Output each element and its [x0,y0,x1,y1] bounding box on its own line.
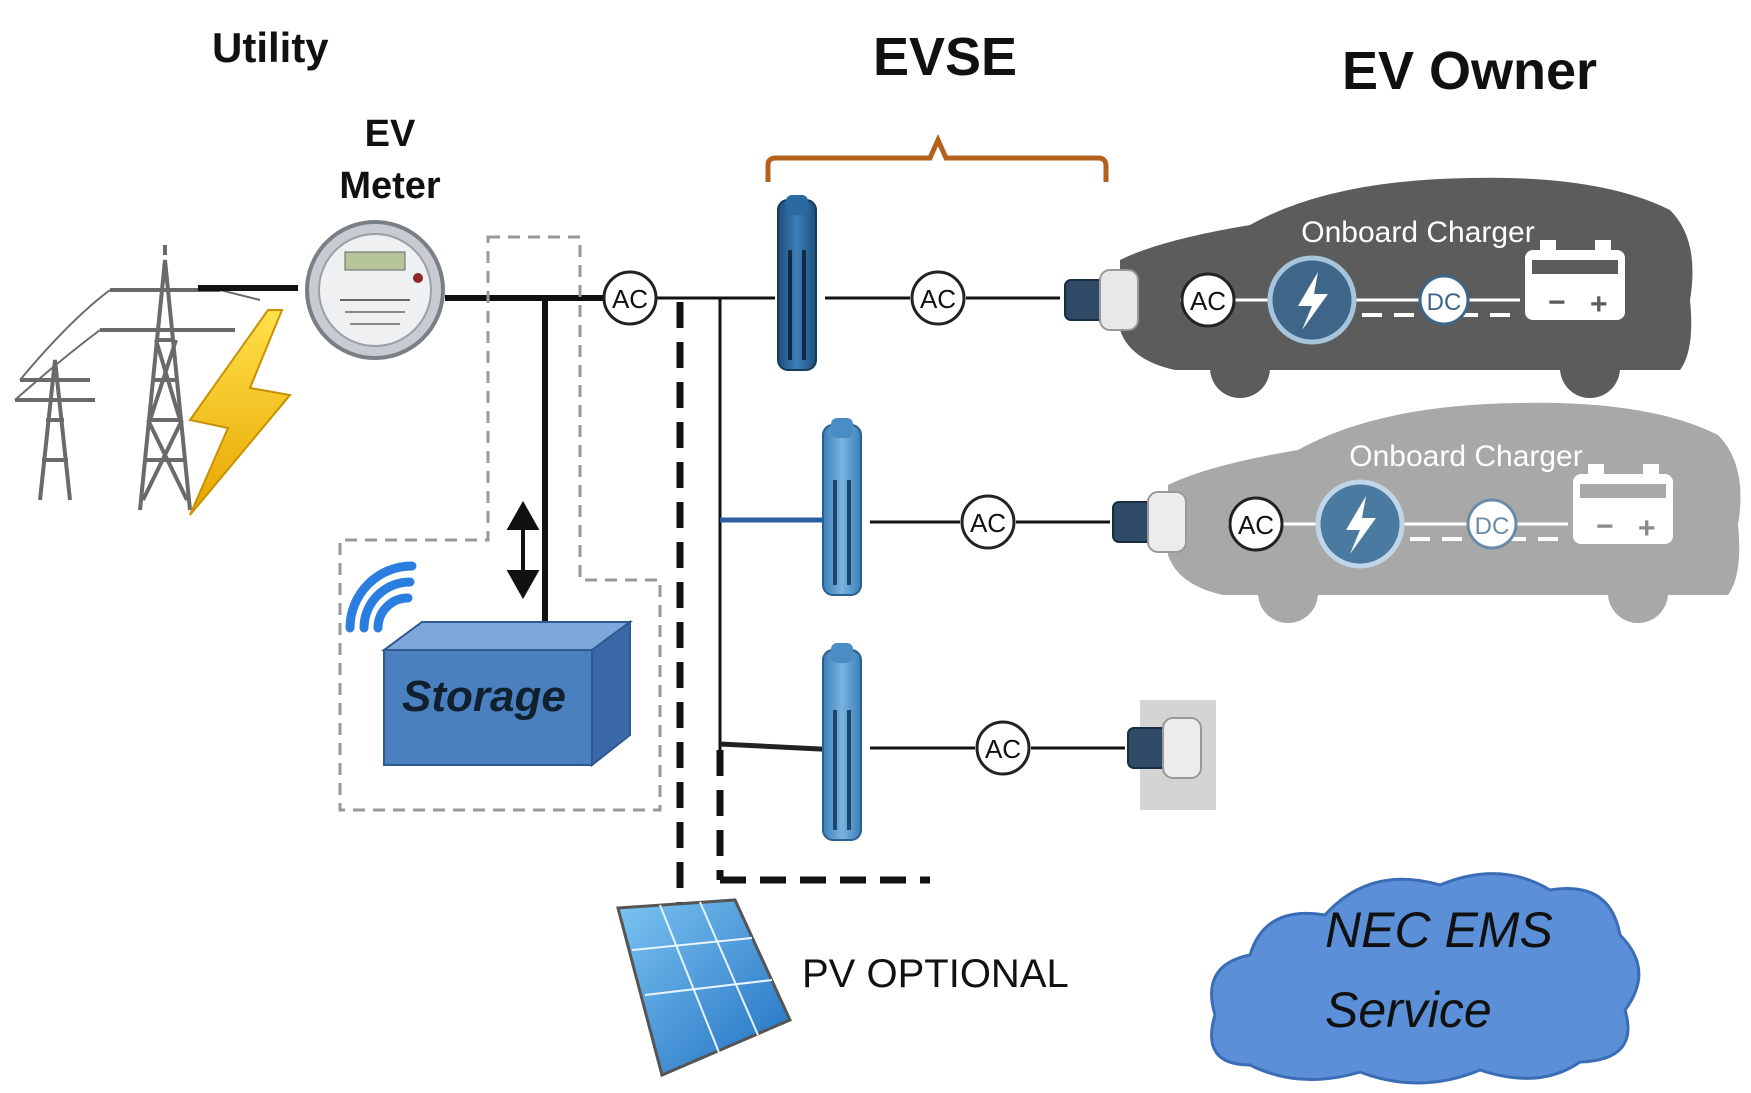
cloud-line2: Service [1325,982,1492,1038]
cloud-icon [1210,872,1641,1085]
storage-label: Storage [402,672,566,721]
ac-node-label: AC [1238,510,1274,540]
ac-node-label: AC [985,734,1021,764]
solar-panel-icon [616,898,793,1078]
ev-meter-label: EV Meter [320,108,460,212]
ev-meter-line2: Meter [339,165,441,207]
charger-1-icon [777,195,817,371]
charger-2-icon [822,418,862,596]
ac-node-main: AC [602,270,658,326]
evse-header: EVSE [873,27,1018,87]
storage-box [380,620,634,768]
lightning-bolt-icon [188,309,292,516]
ac-node-charger-3: AC [975,720,1031,776]
wifi-icon [345,561,417,633]
ac-node-label: AC [612,284,648,314]
ac-node-label: AC [970,508,1006,538]
nec-ems-service-label: NEC EMS Service [1325,890,1553,1050]
svg-text:+: + [1638,512,1656,545]
charger-3-icon [822,643,862,841]
ac-node-charger-1: AC [910,270,966,326]
evse-bracket [765,133,1109,182]
ev-meter-icon [305,220,445,360]
storage-boundary [338,235,662,812]
battery-icon: − + [1525,240,1625,321]
pv-optional-label: PV OPTIONAL [802,952,1069,996]
svg-text:−: − [1596,510,1614,543]
ac-feeder-lines [655,296,1125,750]
bidirectional-arrow-icon [506,500,540,600]
svg-text:+: + [1590,288,1608,321]
utility-header: Utility [212,24,329,71]
onboard-charger-label: Onboard Charger [1349,440,1582,473]
ev-car-2: AC DC − + Onboard Charger [1112,402,1741,623]
ac-node-charger-2: AC [960,494,1016,550]
ev-owner-header: EV Owner [1342,41,1598,101]
onboard-charger-label: Onboard Charger [1301,216,1534,249]
pv-dashed-lines [676,302,930,930]
main-ac-bus [198,285,605,625]
battery-icon: − + [1573,464,1673,545]
ev-plug-3 [1127,700,1216,810]
ev-car-1: AC DC − + Onboard Charger [1064,177,1693,398]
dc-node-label: DC [1427,289,1462,316]
cloud-line1: NEC EMS [1325,902,1553,958]
ac-node-label: AC [920,284,956,314]
feeder-line-3 [719,741,841,753]
dc-node-label: DC [1475,513,1510,540]
ev-meter-line1: EV [364,113,416,155]
ac-node-label: AC [1190,286,1226,316]
svg-text:−: − [1548,286,1566,319]
